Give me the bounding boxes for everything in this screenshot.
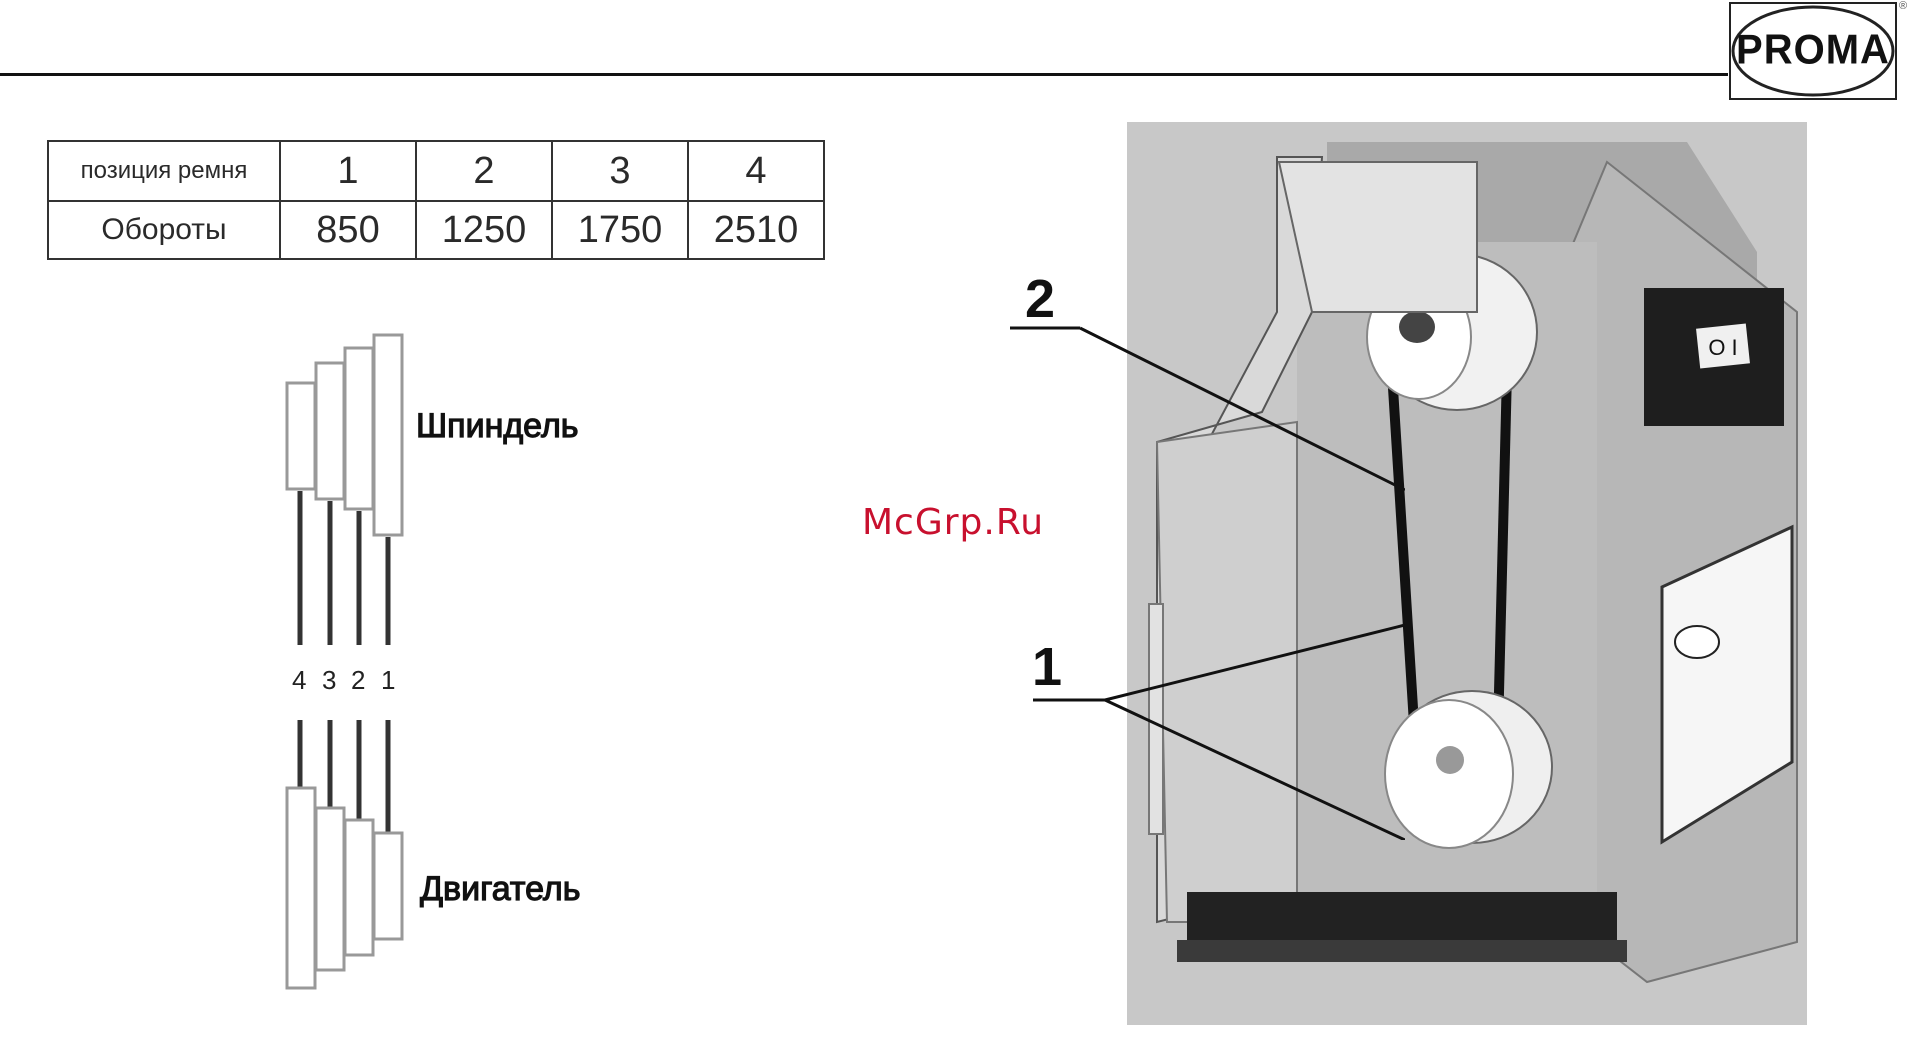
registered-mark: ® [1899, 0, 1907, 12]
switch-label: O I [1708, 335, 1737, 360]
position-cell: 3 [552, 141, 688, 201]
callout-number-1: 1 [1032, 636, 1062, 698]
speed-cell: 850 [280, 201, 416, 259]
speed-cell: 1750 [552, 201, 688, 259]
callout-lines [1005, 280, 1405, 840]
speed-cell: 2510 [688, 201, 824, 259]
position-cell: 1 [280, 141, 416, 201]
motor-label: Двигатель [420, 870, 580, 908]
motor-pulley [287, 788, 402, 988]
belt-speed-table: позиция ремня 1 2 3 4 Обороты 850 1250 1… [47, 140, 825, 260]
belt-position-number: 3 [322, 665, 336, 695]
belt-position-number: 2 [351, 665, 365, 695]
position-cell: 2 [416, 141, 552, 201]
logo-text: PROMA [1729, 27, 1897, 74]
table-header-label: позиция ремня [48, 141, 280, 201]
position-cell: 4 [688, 141, 824, 201]
speed-cell: 1250 [416, 201, 552, 259]
callout-number-2: 2 [1025, 268, 1055, 330]
table-row-label: Обороты [48, 201, 280, 259]
belt-position-number: 1 [381, 665, 395, 695]
header-rule [0, 73, 1728, 76]
table-row-speeds: Обороты 850 1250 1750 2510 [48, 201, 824, 259]
spindle-label: Шпиндель [416, 407, 579, 445]
spindle-pulley [287, 335, 402, 535]
belt-position-number: 4 [292, 665, 306, 695]
table-row-positions: позиция ремня 1 2 3 4 [48, 141, 824, 201]
pulley-diagram: Шпиндель Двигатель 4 3 2 1 [270, 325, 670, 1005]
